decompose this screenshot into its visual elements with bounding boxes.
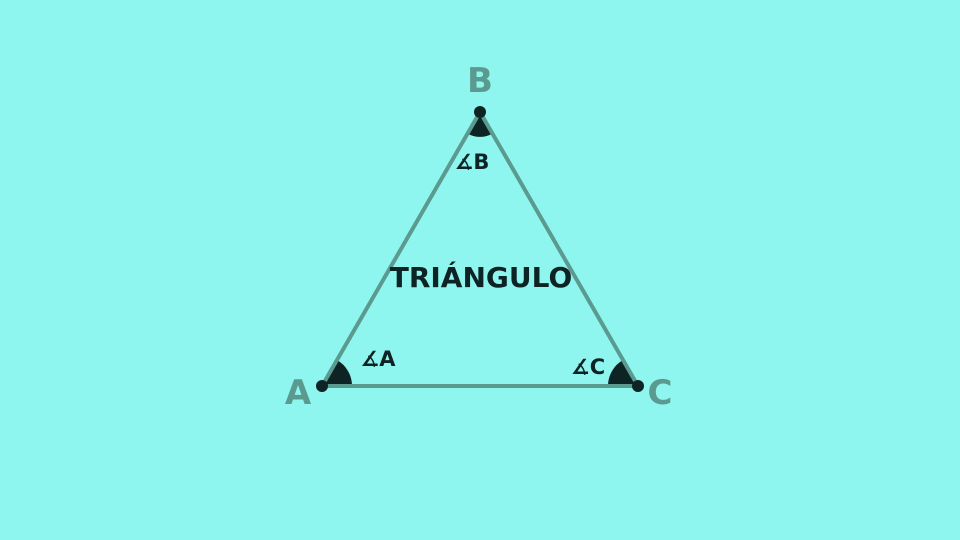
angle-wedge-a	[322, 360, 353, 386]
edge-ab	[320, 110, 482, 388]
vertex-dot-c	[632, 380, 644, 392]
angle-label-a: ∡A	[360, 347, 396, 371]
vertex-label-c: C	[648, 373, 673, 413]
vertex-label-a: A	[285, 373, 312, 413]
angle-wedge-c	[608, 360, 638, 386]
angle-label-b: ∡B	[455, 150, 490, 174]
vertex-label-b: B	[467, 61, 493, 101]
triangle-title: TRIÁNGULO	[390, 260, 573, 294]
vertex-dot-a	[316, 380, 328, 392]
angle-label-c: ∡C	[571, 355, 605, 379]
angle-wedge-b	[467, 112, 493, 137]
edge-bc	[478, 110, 640, 388]
triangle-edges	[320, 110, 640, 388]
vertex-dot-b	[474, 106, 486, 118]
